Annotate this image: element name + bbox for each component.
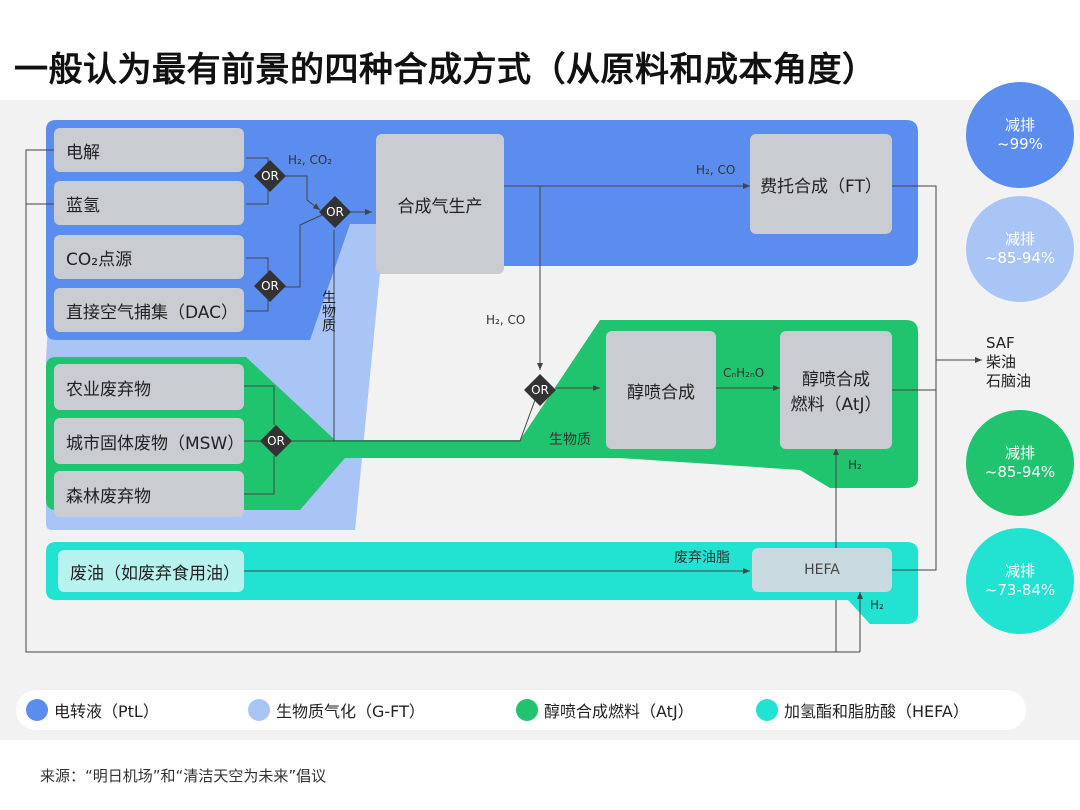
legend-dot-gft [248, 699, 270, 721]
legend-item-hefa: 加氢酯和脂肪酸（HEFA） [756, 698, 969, 722]
reduction-hefa-label: 减排 [1004, 562, 1035, 580]
page-title: 一般认为最有前景的四种合成方式（从原料和成本角度） [14, 50, 877, 90]
atj-line-1: 醇喷合成 [802, 370, 870, 390]
or-label-5: OR [531, 383, 549, 397]
reduction-atj: 减排 ~85-94% [966, 410, 1074, 516]
label-waste-fat: 废弃油脂 [674, 550, 730, 566]
label-biomass-vertical: 生物质 [320, 290, 336, 332]
input-blue-hydrogen: 蓝氢 [54, 181, 244, 225]
or-node-3 [319, 196, 351, 228]
reduction-gft-value: ~85-94% [984, 249, 1056, 267]
reduction-hefa: 减排 ~73-84% [966, 528, 1074, 634]
source-note: 来源：“明日机场”和“清洁天空为未来”倡议 [40, 767, 327, 785]
reduction-gft-label: 减排 [1004, 230, 1035, 248]
input-dac: 直接空气捕集（DAC） [54, 288, 244, 332]
or-node-5 [524, 374, 556, 406]
input-msw: 城市固体废物（MSW） [54, 418, 244, 464]
label-h2-atj: H₂ [848, 458, 862, 472]
process-atj: 醇喷合成 燃料（AtJ） [780, 331, 892, 449]
process-ft: 费托合成（FT） [750, 134, 892, 234]
atj-line-2: 燃料（AtJ） [790, 395, 882, 415]
input-waste-oil: 废油（如废弃食用油） [58, 550, 244, 592]
label-cnh2no: CₙH₂ₙO [723, 366, 765, 380]
legend-dot-hefa [756, 699, 778, 721]
process-alcohol: 醇喷合成 [606, 331, 716, 449]
reduction-hefa-value: ~73-84% [984, 581, 1056, 599]
legend-item-gft: 生物质气化（G-FT） [248, 698, 425, 722]
output-products: SAF 柴油 石脑油 [986, 334, 1031, 391]
legend-dot-atj [516, 699, 538, 721]
input-agri-waste: 农业废弃物 [54, 364, 244, 410]
reduction-gft: 减排 ~85-94% [966, 196, 1074, 302]
legend-label-hefa: 加氢酯和脂肪酸（HEFA） [784, 702, 969, 721]
legend-label-ptl: 电转液（PtL） [54, 702, 159, 721]
reduction-atj-label: 减排 [1004, 444, 1035, 462]
legend-label-atj: 醇喷合成燃料（AtJ） [544, 702, 694, 721]
or-label-3: OR [326, 205, 344, 219]
or-label-4: OR [267, 434, 285, 448]
reduction-ptl-label: 减排 [1004, 116, 1035, 134]
reduction-ptl: 减排 ~99% [966, 82, 1074, 188]
or-node-2 [254, 270, 286, 302]
process-syngas: 合成气生产 [376, 134, 504, 274]
reduction-atj-value: ~85-94% [984, 463, 1056, 481]
label-biomass-horizontal: 生物质 [549, 432, 591, 448]
output-naphtha: 石脑油 [986, 372, 1032, 390]
label-h2-co-mid: H₂, CO [486, 313, 526, 327]
label-h2-hefa: H₂ [870, 598, 884, 612]
label-h2-co-ft: H₂, CO [696, 163, 736, 177]
legend-label-gft: 生物质气化（G-FT） [276, 702, 425, 721]
legend-item-atj: 醇喷合成燃料（AtJ） [516, 698, 694, 722]
or-label-1: OR [261, 169, 279, 183]
legend: 电转液（PtL） 生物质气化（G-FT） 醇喷合成燃料（AtJ） 加氢酯和脂肪酸… [16, 690, 1026, 730]
or-node-4 [260, 425, 292, 457]
legend-dot-ptl [26, 699, 48, 721]
reduction-ptl-value: ~99% [997, 135, 1043, 153]
process-hefa: HEFA [752, 548, 892, 592]
input-co2-point-source: CO₂点源 [54, 235, 244, 279]
hefa-band [46, 542, 918, 624]
input-forest-waste: 森林废弃物 [54, 471, 244, 517]
output-saf: SAF [986, 334, 1015, 352]
label-h2-co2: H₂, CO₂ [288, 153, 333, 167]
output-diesel: 柴油 [986, 353, 1017, 371]
or-label-2: OR [261, 279, 279, 293]
input-electrolysis: 电解 [54, 128, 244, 172]
or-node-1 [254, 160, 286, 192]
legend-item-ptl: 电转液（PtL） [26, 698, 159, 722]
